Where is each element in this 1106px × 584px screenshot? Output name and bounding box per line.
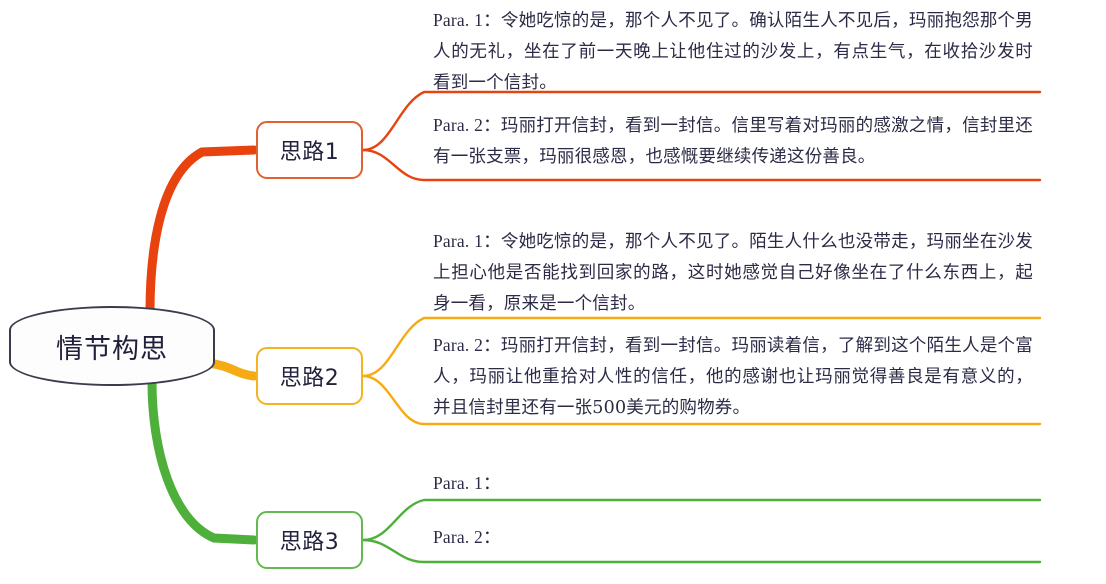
fan-branch-2-para-2 <box>361 374 1042 426</box>
root-node[interactable]: 情节构思 <box>9 306 215 386</box>
branch-node-1[interactable]: 思路1 <box>256 121 363 179</box>
branch-node-2[interactable]: 思路2 <box>256 347 363 405</box>
paragraph-text: Para. 2：玛丽打开信封，看到一封信。信里写着对玛丽的感激之情，信封里还有一… <box>433 110 1033 173</box>
paragraph-branch-2-para-2[interactable]: Para. 2：玛丽打开信封，看到一封信。玛丽读着信，了解到这个陌生人是个富人，… <box>433 330 1033 424</box>
paragraph-text: Para. 1： <box>433 468 1033 500</box>
paragraph-text: Para. 1：令她吃惊的是，那个人不见了。陌生人什么也没带走，玛丽坐在沙发上担… <box>433 226 1033 320</box>
root-node-label: 情节构思 <box>56 333 168 365</box>
fan-branch-3-para-2 <box>361 538 1042 564</box>
fan-branch-2-para-1 <box>361 316 1042 378</box>
paragraph-branch-1-para-1[interactable]: Para. 1：令她吃惊的是，那个人不见了。确认陌生人不见后，玛丽抱怨那个男人的… <box>433 5 1033 99</box>
paragraph-branch-3-para-2[interactable]: Para. 2： <box>433 522 1033 554</box>
paragraph-branch-3-para-1[interactable]: Para. 1： <box>433 468 1033 500</box>
paragraph-tag: Para. 2： <box>433 335 501 355</box>
paragraph-tag: Para. 1： <box>433 473 501 493</box>
branch-node-3-label: 思路3 <box>279 530 340 555</box>
paragraph-text: Para. 1：令她吃惊的是，那个人不见了。确认陌生人不见后，玛丽抱怨那个男人的… <box>433 5 1033 99</box>
paragraph-branch-1-para-2[interactable]: Para. 2：玛丽打开信封，看到一封信。信里写着对玛丽的感激之情，信封里还有一… <box>433 110 1033 173</box>
paragraph-text: Para. 2： <box>433 522 1033 554</box>
trunk-branch-2 <box>203 358 259 381</box>
trunk-branch-3 <box>147 377 259 545</box>
paragraph-text: Para. 2：玛丽打开信封，看到一封信。玛丽读着信，了解到这个陌生人是个富人，… <box>433 330 1033 424</box>
paragraph-body: 令她吃惊的是，那个人不见了。陌生人什么也没带走，玛丽坐在沙发上担心他是否能找到回… <box>433 232 1034 314</box>
paragraph-body: 玛丽打开信封，看到一封信。玛丽读着信，了解到这个陌生人是个富人，玛丽让他重拾对人… <box>433 336 1034 418</box>
paragraph-tag: Para. 2： <box>433 115 501 135</box>
fan-branch-3-para-1 <box>361 498 1042 542</box>
fan-branch-1-para-2 <box>361 148 1042 182</box>
paragraph-tag: Para. 1： <box>433 231 501 251</box>
branch-node-2-label: 思路2 <box>279 366 340 391</box>
paragraph-branch-2-para-1[interactable]: Para. 1：令她吃惊的是，那个人不见了。陌生人什么也没带走，玛丽坐在沙发上担… <box>433 226 1033 320</box>
paragraph-body: 玛丽打开信封，看到一封信。信里写着对玛丽的感激之情，信封里还有一张支票，玛丽很感… <box>433 116 1034 167</box>
paragraph-body: 令她吃惊的是，那个人不见了。确认陌生人不见后，玛丽抱怨那个男人的无礼，坐在了前一… <box>433 11 1034 93</box>
paragraph-tag: Para. 2： <box>433 527 501 547</box>
trunk-branch-1 <box>145 145 259 317</box>
paragraph-tag: Para. 1： <box>433 10 501 30</box>
branch-node-1-label: 思路1 <box>279 140 340 165</box>
fan-branch-1-para-1 <box>361 90 1042 152</box>
branch-node-3[interactable]: 思路3 <box>256 511 363 569</box>
